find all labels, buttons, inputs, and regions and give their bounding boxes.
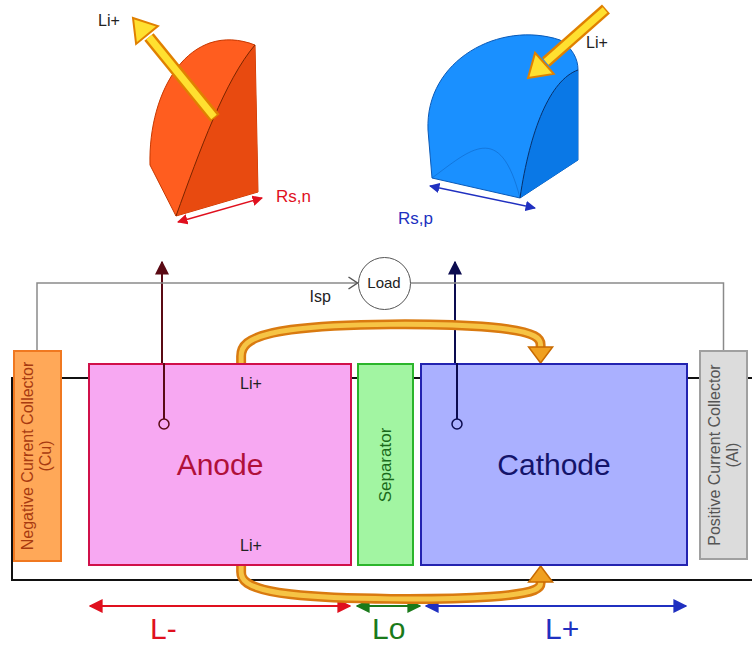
node-label: Cathode — [497, 447, 610, 482]
length-label: L- — [150, 612, 177, 645]
circuit-wire — [411, 283, 724, 350]
node-label: Anode — [177, 447, 264, 482]
particle-leader — [161, 262, 163, 365]
radius-dimension — [178, 198, 262, 222]
current-collector: Positive Current Collector (Al) — [699, 350, 748, 560]
node-label: Negative Current Collector (Cu) — [19, 358, 56, 554]
electrode-box: Li+AnodeLi+ — [88, 363, 352, 566]
node-label: Positive Current Collector (Al) — [705, 358, 742, 552]
ion-label: Li+ — [98, 12, 120, 30]
ion-flow-arrow — [241, 566, 552, 599]
length-dimension — [357, 605, 420, 607]
ion-label: Li+ — [240, 537, 262, 555]
current-collector: Negative Current Collector (Cu) — [13, 350, 62, 562]
radius-dimension — [430, 186, 535, 208]
length-dimension — [90, 605, 350, 607]
electrode-probe — [154, 363, 174, 433]
ion-label: Li+ — [240, 375, 262, 393]
length-label: L+ — [545, 612, 579, 645]
separator-box: Separator — [357, 363, 414, 566]
radius-label: Rs,p — [398, 210, 433, 229]
node-label: Load — [367, 274, 400, 291]
electrode-probe — [447, 363, 467, 433]
particle-leader — [454, 262, 456, 365]
li-ion-arrow — [133, 18, 215, 118]
node-label: Separator — [376, 371, 396, 558]
ion-flow-arrow — [241, 324, 552, 363]
length-dimension — [426, 605, 686, 607]
electrode-box: Cathode — [420, 363, 688, 566]
load-circle: Load — [358, 257, 411, 310]
ion-label: Li+ — [586, 34, 608, 52]
circuit-wire — [37, 277, 358, 350]
current-label: Isp — [308, 288, 333, 306]
radius-label: Rs,n — [276, 188, 311, 207]
length-label: Lo — [372, 612, 405, 645]
